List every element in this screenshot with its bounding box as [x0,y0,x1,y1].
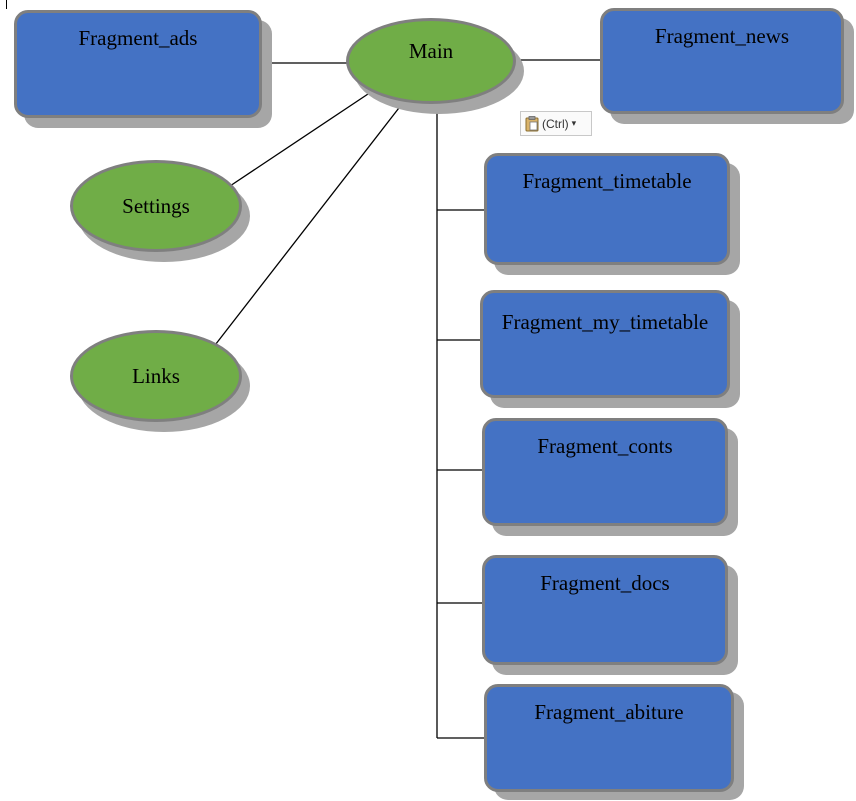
node-fragment-abiture: Fragment_abiture [484,684,734,792]
node-fragment-timetable: Fragment_timetable [484,153,730,265]
node-label: Fragment_news [654,24,790,48]
clipboard-icon [525,115,539,132]
paste-options-button[interactable]: (Ctrl) ▾ [520,111,592,136]
line-main-to-links [211,103,403,350]
node-label: Fragment_conts [537,434,673,458]
node-label: Links [132,363,180,388]
node-main: Main [346,18,516,104]
node-fragment-docs: Fragment_docs [482,555,728,665]
node-label: Fragment_abiture [534,700,684,724]
node-fragment-ads: Fragment_ads [14,10,262,118]
node-fragment-news: Fragment_news [600,8,844,114]
edge-tick-mark [6,0,7,9]
node-label: Fragment_ads [78,26,198,50]
node-fragment-my-timetable: Fragment_my_timetable [480,290,730,398]
chevron-down-icon: ▾ [571,118,577,128]
node-fragment-conts: Fragment_conts [482,418,728,526]
node-label: Fragment_timetable [522,169,692,193]
node-links: Links [70,330,242,422]
line-main-to-settings [229,93,369,187]
node-label: Settings [122,193,190,218]
node-settings: Settings [70,160,242,252]
paste-options-label: (Ctrl) [542,116,569,131]
node-label: Main [408,38,454,63]
node-label: Fragment_my_timetable [501,310,709,334]
node-label: Fragment_docs [540,571,670,595]
